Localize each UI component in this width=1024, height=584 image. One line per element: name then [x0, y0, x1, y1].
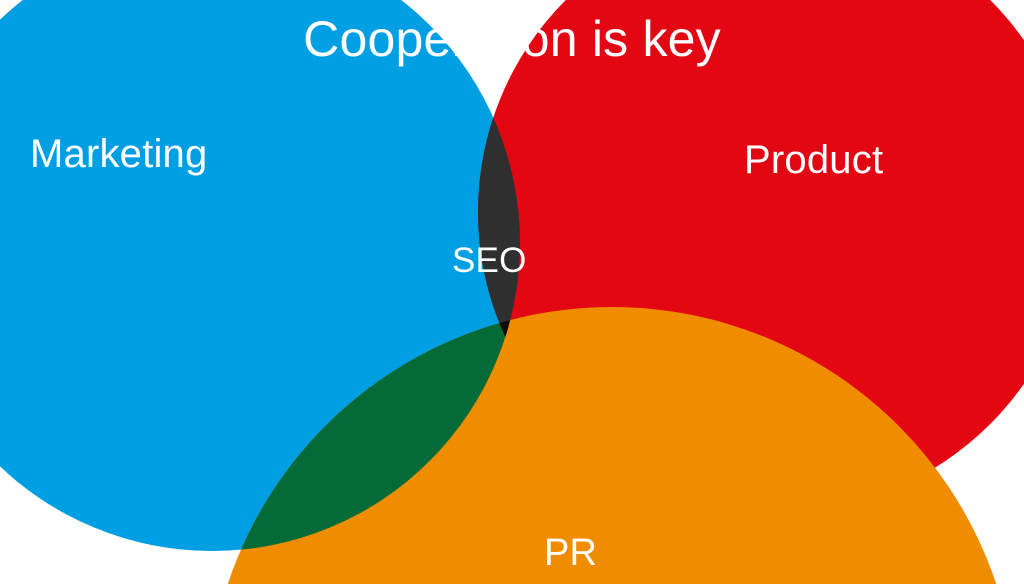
venn-diagram-graphic — [0, 0, 1024, 584]
venn-diagram-canvas: Cooperation is key Marketing Product SEO… — [0, 0, 1024, 584]
